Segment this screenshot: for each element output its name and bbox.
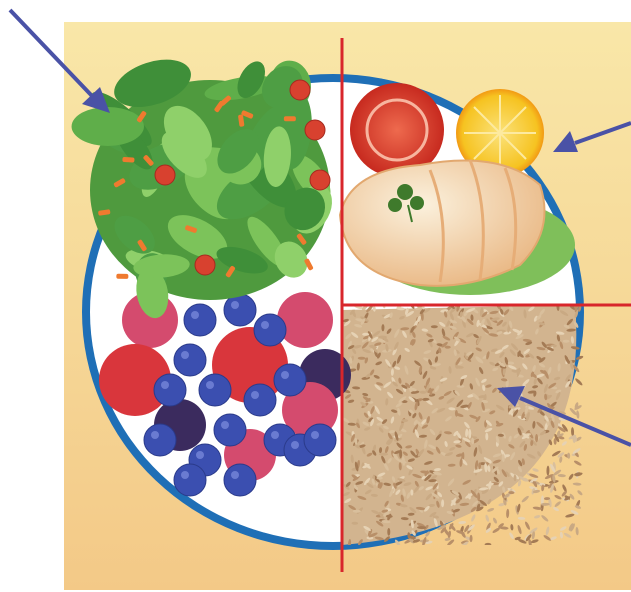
healthy-plate-illustration bbox=[0, 0, 631, 592]
